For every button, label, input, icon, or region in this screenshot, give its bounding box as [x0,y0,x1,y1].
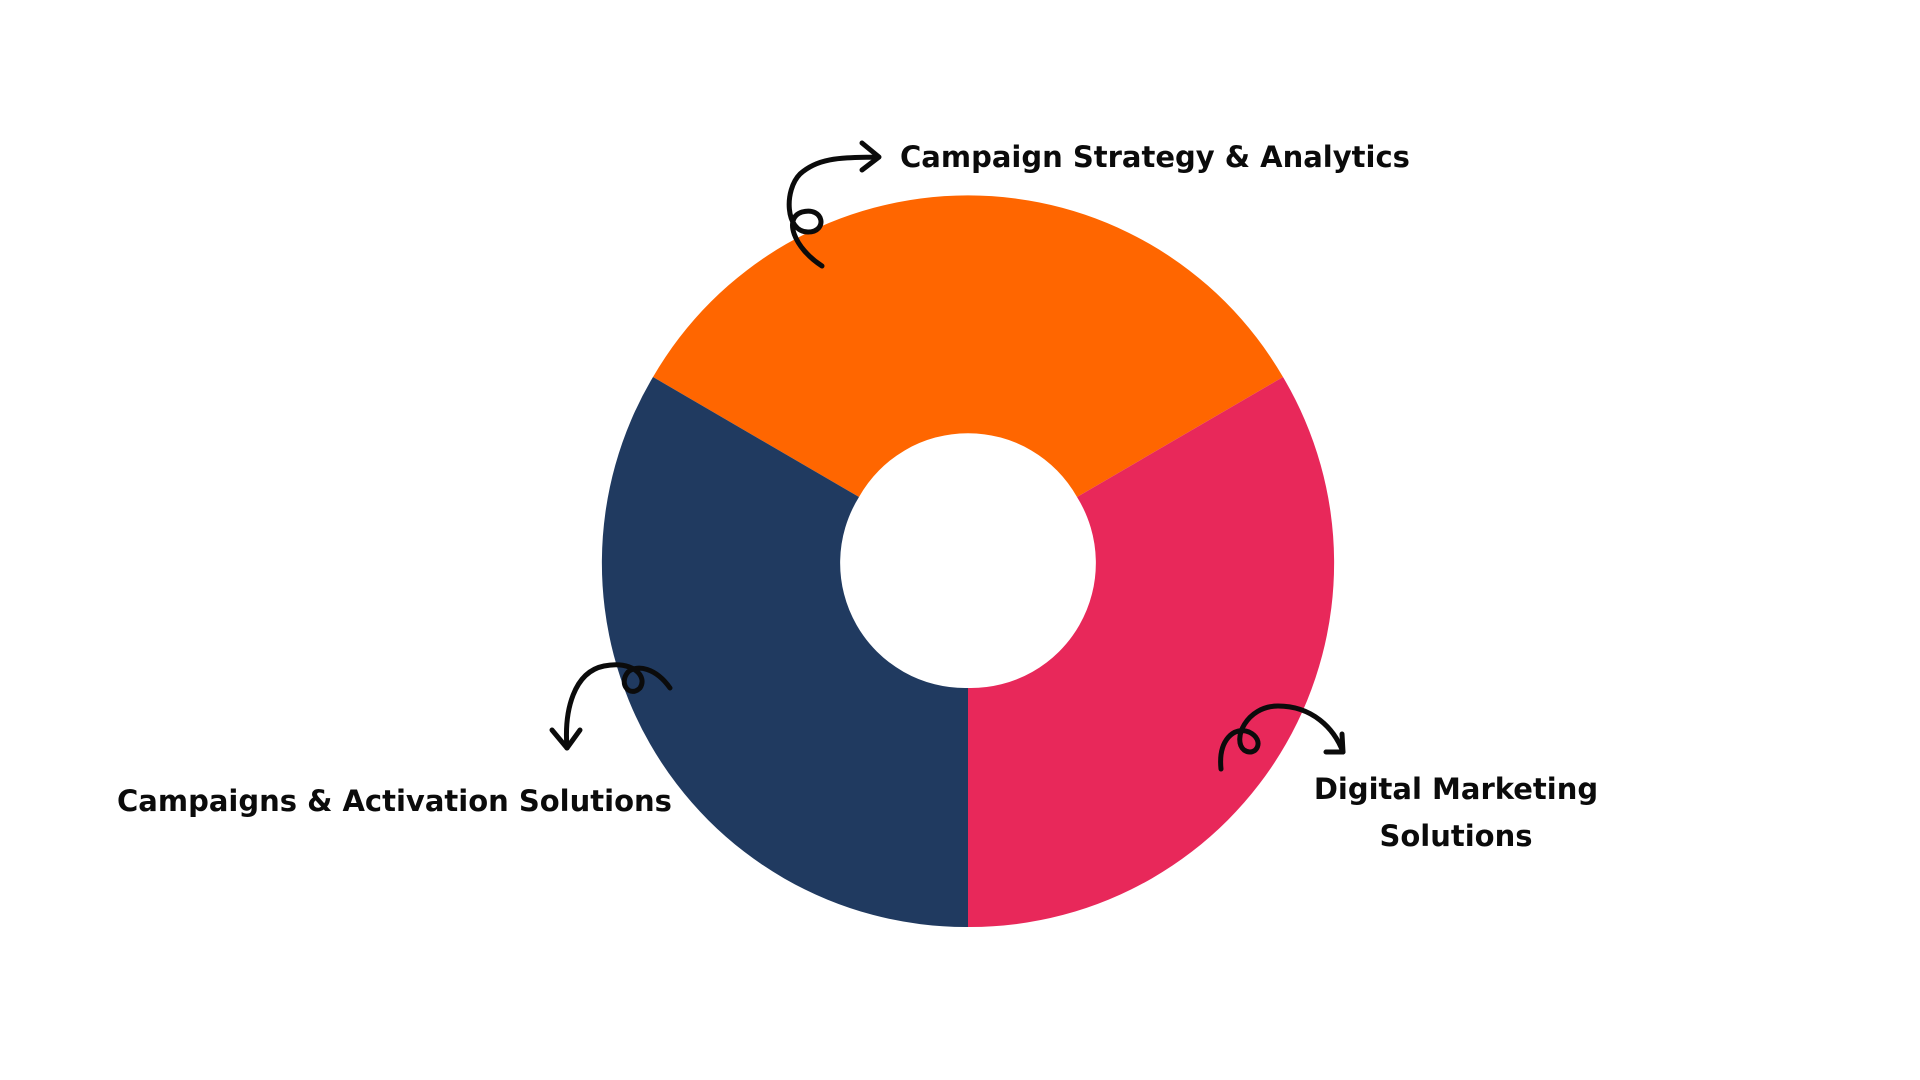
label-campaign-strategy: Campaign Strategy & Analytics [900,140,1410,174]
curly-arrow-icon [549,662,673,751]
segment-campaign-strategy [653,195,1283,497]
label-digital-marketing: Digital Marketing Solutions [1296,766,1616,860]
curly-arrow-icon [786,140,882,269]
segment-campaigns-activation [601,377,968,928]
label-digital-marketing-line-1: Digital Marketing [1313,772,1599,806]
curly-arrow-icon [1218,703,1346,772]
segment-digital-marketing [968,377,1335,928]
label-digital-marketing-line-2: Solutions [1379,819,1533,853]
donut-hole [843,437,1093,687]
label-campaigns-activation: Campaigns & Activation Solutions [117,784,672,818]
